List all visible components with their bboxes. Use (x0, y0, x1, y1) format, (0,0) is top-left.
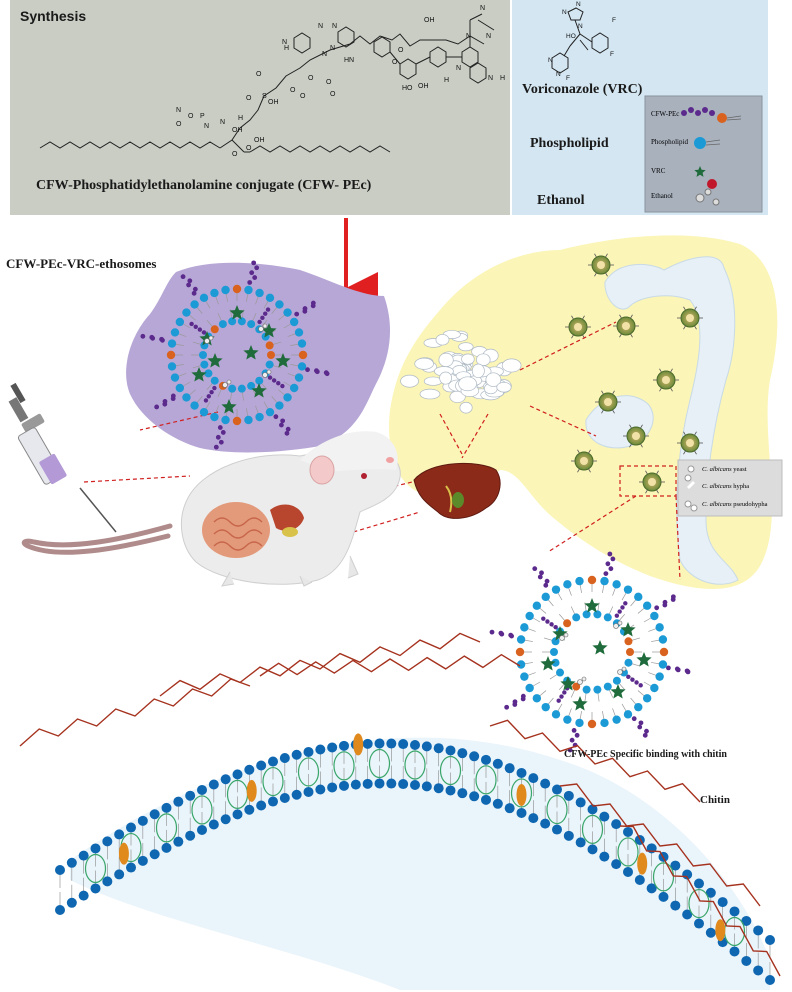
atom-label: OH (268, 99, 279, 106)
atom-label: P (200, 113, 205, 120)
candida-species-name: C. albicans (702, 501, 732, 508)
atom-label: H (238, 115, 243, 122)
atom-label: OH (424, 17, 435, 24)
candida-legend-yeast: C. albicans yeast (702, 466, 747, 473)
atom-label: N (562, 9, 567, 16)
fungal-cell-membrane (55, 733, 775, 990)
liver-illustration (414, 463, 500, 518)
atom-label: N (318, 23, 323, 30)
atom-label: N (576, 1, 581, 8)
atom-label: F (610, 51, 614, 58)
ethanol-label: Ethanol (537, 193, 584, 209)
atom-label: HO (402, 85, 413, 92)
candida-species-name: C. albicans (702, 483, 732, 490)
legend-label-vrc: VRC (651, 167, 665, 175)
atom-label: N (466, 33, 471, 40)
atom-label: O (290, 87, 296, 94)
atom-label: O (232, 151, 238, 158)
vrc-label: Voriconazole (VRC) (522, 82, 642, 98)
ethosome-label: CFW-PEc-VRC-ethosomes (6, 256, 156, 272)
atom-label: H (500, 75, 505, 82)
atom-label: O (246, 145, 252, 152)
atom-label: H (284, 45, 289, 52)
candida-form-hypha: hypha (733, 483, 749, 490)
legend-label-ethanol: Ethanol (651, 192, 673, 200)
atom-label: HN (344, 57, 354, 64)
synthesis-heading: Synthesis (20, 8, 86, 24)
atom-label: N (456, 65, 461, 72)
atom-label: OH (418, 83, 429, 90)
legend-label-cfw-pec: CFW-PEc (651, 110, 679, 118)
conjugate-label: CFW-Phosphatidylethanolamine conjugate (… (36, 178, 371, 194)
candida-legend-hypha: C. albicans hypha (702, 483, 749, 490)
atom-label: N (578, 23, 583, 30)
atom-label: HO (566, 33, 576, 40)
atom-label: O (330, 91, 336, 98)
legend-label-phospholipid: Phospholipid (651, 138, 688, 146)
atom-label: N (488, 75, 493, 82)
atom-label: O (246, 95, 252, 102)
atom-label: H (444, 77, 449, 84)
atom-label: O (176, 121, 182, 128)
candida-legend-pseudohypha: C. albicans pseudohypha (702, 501, 768, 508)
atom-label: O (188, 113, 194, 120)
chitin-label: Chitin (700, 794, 730, 806)
candida-form-yeast: yeast (733, 466, 746, 473)
atom-label: O (392, 59, 398, 66)
syringe-illustration (9, 383, 116, 532)
ethosome-vesicle-zoom (490, 552, 691, 753)
atom-label: N (220, 119, 225, 126)
atom-label: O (326, 79, 332, 86)
atom-label: N (486, 33, 491, 40)
atom-label: OH (254, 137, 265, 144)
candida-form-pseudohypha: pseudohypha (733, 501, 767, 508)
atom-label: N (548, 57, 553, 64)
atom-label: N (332, 23, 337, 30)
atom-label: N (556, 71, 561, 78)
atom-label: F (566, 75, 570, 82)
atom-label: O (256, 71, 262, 78)
atom-label: O (308, 75, 314, 82)
atom-label: N (330, 45, 335, 52)
atom-label: F (612, 17, 616, 24)
atom-label: N (204, 123, 209, 130)
atom-label: N (480, 5, 485, 12)
atom-label: N (176, 107, 181, 114)
candida-species-name: C. albicans (702, 466, 732, 473)
atom-label: OH (232, 127, 243, 134)
atom-label: S (262, 93, 267, 100)
atom-label: O (300, 93, 306, 100)
binding-label: CFW-PEc Specific binding with chitin (564, 749, 727, 760)
atom-label: N (322, 51, 327, 58)
phospholipid-label: Phospholipid (530, 136, 609, 152)
mouse-illustration (24, 431, 400, 586)
atom-label: O (398, 47, 404, 54)
